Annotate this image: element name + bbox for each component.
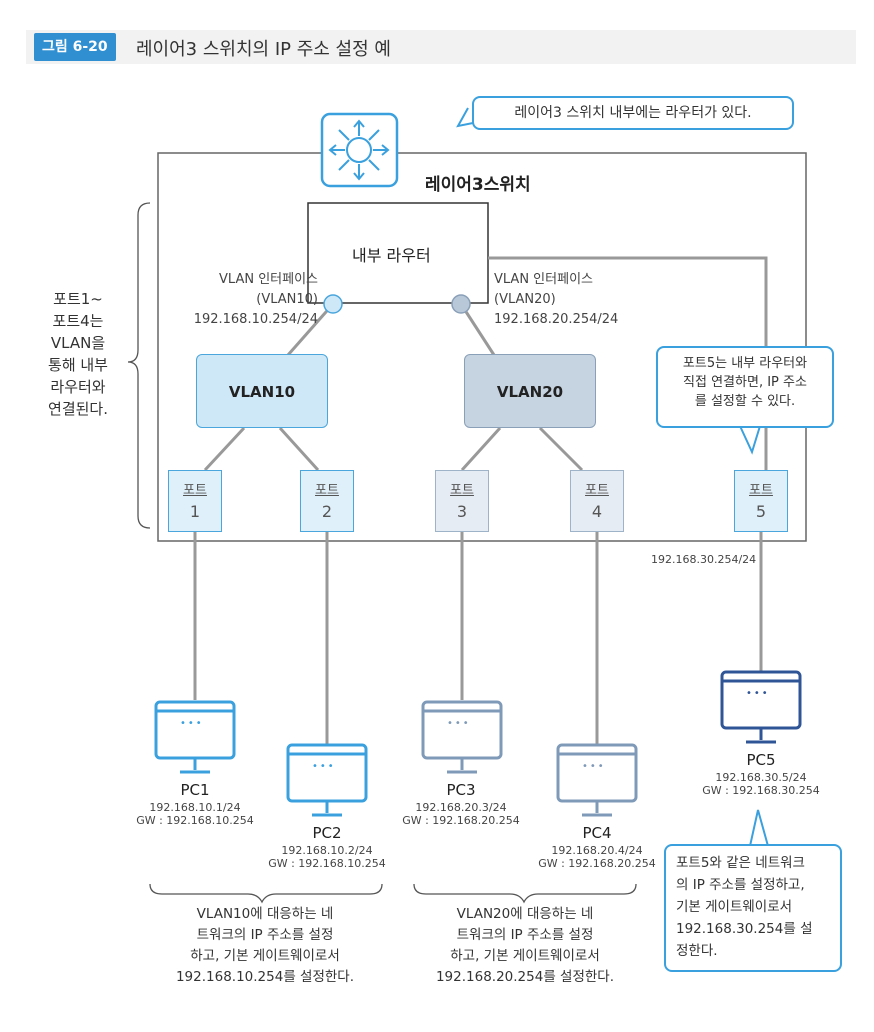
pc4-monitor (556, 743, 638, 817)
figure-title-bar (26, 30, 856, 64)
pc3-name: PC3 (446, 781, 476, 799)
l3-router-callout: 레이어3 스위치 내부에는 라우터가 있다. (472, 96, 794, 130)
vlan10-interface-node (323, 294, 343, 314)
port-3[interactable]: 포트 3 (435, 470, 489, 532)
vlan10-box: VLAN10 (196, 354, 328, 428)
pc4-name: PC4 (582, 824, 612, 842)
vlan10-interface-label: VLAN 인터페이스 (VLAN10) 192.168.10.254/24 (193, 272, 318, 327)
pc5-monitor (720, 670, 802, 744)
pc5-info: PC5 192.168.30.5/24 GW : 192.168.30.254 (686, 751, 836, 797)
pc4-dots: ••• (582, 761, 606, 772)
figure-title: 레이어3 스위치의 IP 주소 설정 예 (136, 39, 391, 60)
left-note: 포트1~ 포트4는 VLAN을 통해 내부 라우터와 연결된다. (48, 290, 108, 418)
port-1[interactable]: 포트 1 (168, 470, 222, 532)
pc2-dots: ••• (312, 761, 336, 772)
vlan20-box: VLAN20 (464, 354, 596, 428)
switch-icon (320, 112, 399, 188)
pc1-info: PC1 192.168.10.1/24 GW : 192.168.10.254 (120, 781, 270, 827)
pc2-info: PC2 192.168.10.2/24 GW : 192.168.10.254 (252, 824, 402, 870)
vlan20-brace (413, 883, 637, 904)
vlan10-note: VLAN10에 대응하는 네 트워크의 IP 주소를 설정 하고, 기본 게이트… (175, 906, 355, 985)
pc1-name: PC1 (180, 781, 210, 799)
pc2-monitor (286, 743, 368, 817)
vlan10-brace (149, 883, 383, 904)
switch-label: 레이어3스위치 (425, 175, 531, 195)
port-2[interactable]: 포트 2 (300, 470, 354, 532)
pc5-name: PC5 (746, 751, 776, 769)
port-5[interactable]: 포트 5 (734, 470, 788, 532)
internal-router-box (307, 202, 489, 304)
vlan20-interface-node (451, 294, 471, 314)
pc5-dots: ••• (746, 688, 770, 699)
internal-router-label: 내부 라우터 (352, 246, 431, 265)
pc3-monitor (421, 700, 503, 774)
pc3-dots: ••• (447, 718, 471, 729)
pc5-callout: 포트5와 같은 네트워크 의 IP 주소를 설정하고, 기본 게이트웨이로서 1… (664, 844, 842, 972)
port5-ip: 192.168.30.254/24 (651, 553, 757, 566)
pc1-dots: ••• (180, 718, 204, 729)
pc4-info: PC4 192.168.20.4/24 GW : 192.168.20.254 (522, 824, 672, 870)
vlan20-interface-label: VLAN 인터페이스 (VLAN20) 192.168.20.254/24 (494, 272, 619, 327)
pc1-monitor (154, 700, 236, 774)
pc2-name: PC2 (312, 824, 342, 842)
figure-badge: 그림 6-20 (34, 33, 116, 61)
port-4[interactable]: 포트 4 (570, 470, 624, 532)
vlan20-note: VLAN20에 대응하는 네 트워크의 IP 주소를 설정 하고, 기본 게이트… (435, 906, 615, 985)
pc3-info: PC3 192.168.20.3/24 GW : 192.168.20.254 (386, 781, 536, 827)
port5-callout: 포트5는 내부 라우터와 직접 연결하면, IP 주소 를 설정할 수 있다. (656, 346, 834, 428)
left-brace (127, 202, 151, 529)
